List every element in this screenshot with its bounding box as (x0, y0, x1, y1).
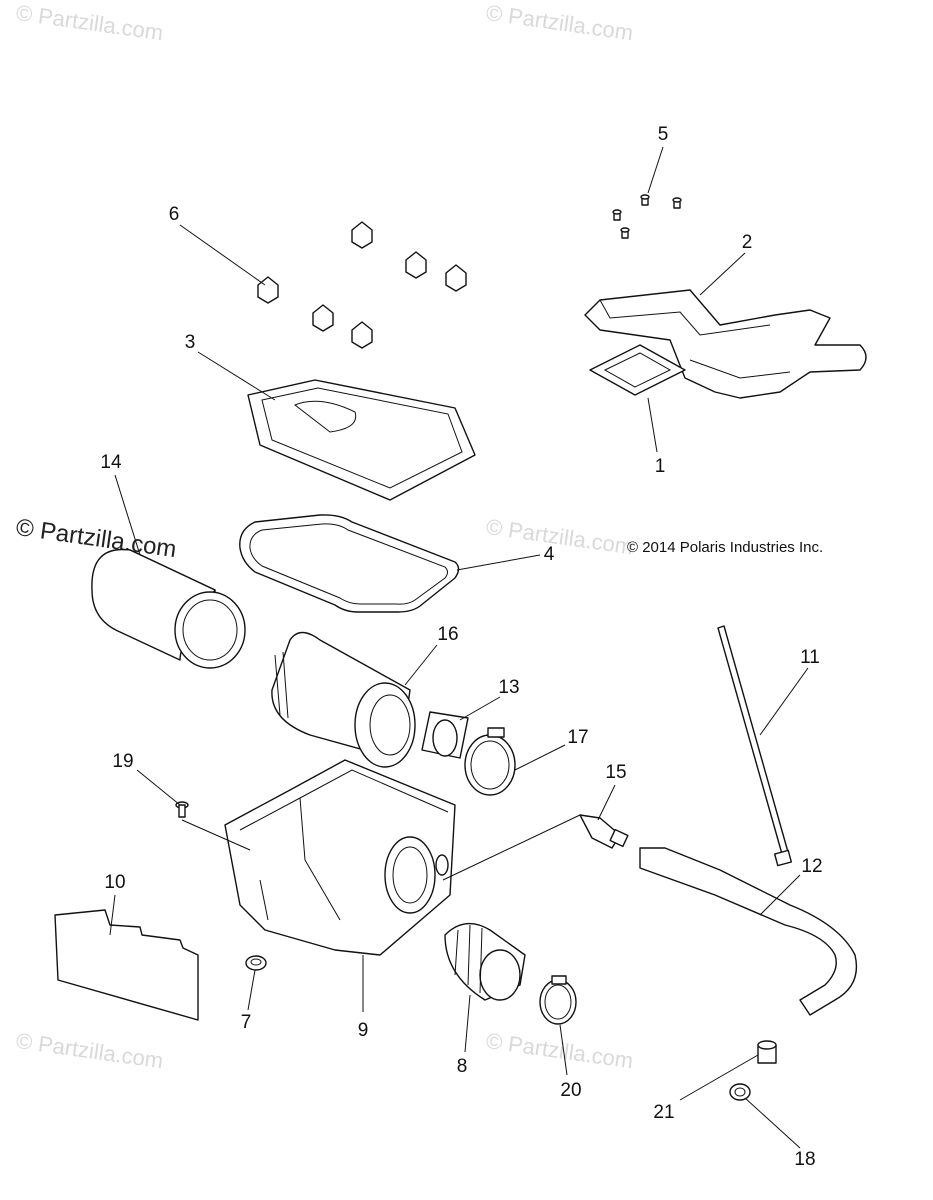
callout-7: 7 (241, 1012, 252, 1033)
part-16-filter[interactable] (271, 631, 416, 768)
callout-8: 8 (457, 1056, 468, 1077)
part-2-intake-duct[interactable] (584, 289, 867, 399)
part-12-hose[interactable] (639, 847, 858, 1016)
callout-21: 21 (653, 1102, 674, 1123)
callout-3: 3 (185, 332, 196, 353)
callout-12: 12 (801, 856, 822, 877)
callout-20: 20 (560, 1080, 581, 1101)
part-3-airbox-cover[interactable] (247, 379, 476, 501)
part-7-grommet[interactable] (245, 955, 267, 971)
callout-2: 2 (742, 232, 753, 253)
callout-16: 16 (437, 624, 458, 645)
part-10-panel[interactable] (54, 909, 199, 1021)
callout-15: 15 (605, 762, 626, 783)
callout-18: 18 (794, 1149, 815, 1170)
part-4-gasket[interactable] (239, 514, 460, 613)
part-1-plate[interactable] (589, 344, 686, 396)
callout-1: 1 (655, 456, 666, 477)
callout-14: 14 (100, 452, 122, 473)
callout-labels: 5 2 1 3 6 4 14 16 13 17 11 15 12 19 10 7… (100, 124, 822, 1170)
part-21-cap[interactable] (757, 1040, 777, 1064)
callout-5: 5 (658, 124, 669, 145)
part-11-strap[interactable] (717, 625, 793, 867)
part-9-airbox[interactable] (224, 759, 456, 956)
callout-17: 17 (567, 727, 588, 748)
callout-13: 13 (498, 677, 519, 698)
part-14-prefilter[interactable] (91, 548, 246, 669)
part-6-clips[interactable] (257, 221, 467, 349)
leader-lines (109, 146, 809, 1149)
copyright-notice: © 2014 Polaris Industries Inc. (627, 539, 824, 556)
part-20-clamp[interactable] (539, 975, 577, 1025)
part-19-screw[interactable] (175, 801, 189, 818)
part-5-screws[interactable] (612, 194, 682, 239)
part-8-intake-boot[interactable] (444, 922, 526, 1001)
callout-10: 10 (104, 872, 125, 893)
part-15-fitting[interactable] (579, 814, 629, 849)
callout-9: 9 (358, 1020, 369, 1041)
callout-11: 11 (800, 647, 820, 668)
part-18-clamp[interactable] (729, 1083, 751, 1101)
part-17-clamp[interactable] (464, 727, 516, 796)
callout-6: 6 (169, 204, 180, 225)
callout-19: 19 (112, 751, 133, 772)
part-13-ring[interactable] (421, 711, 469, 759)
callout-4: 4 (544, 544, 555, 565)
